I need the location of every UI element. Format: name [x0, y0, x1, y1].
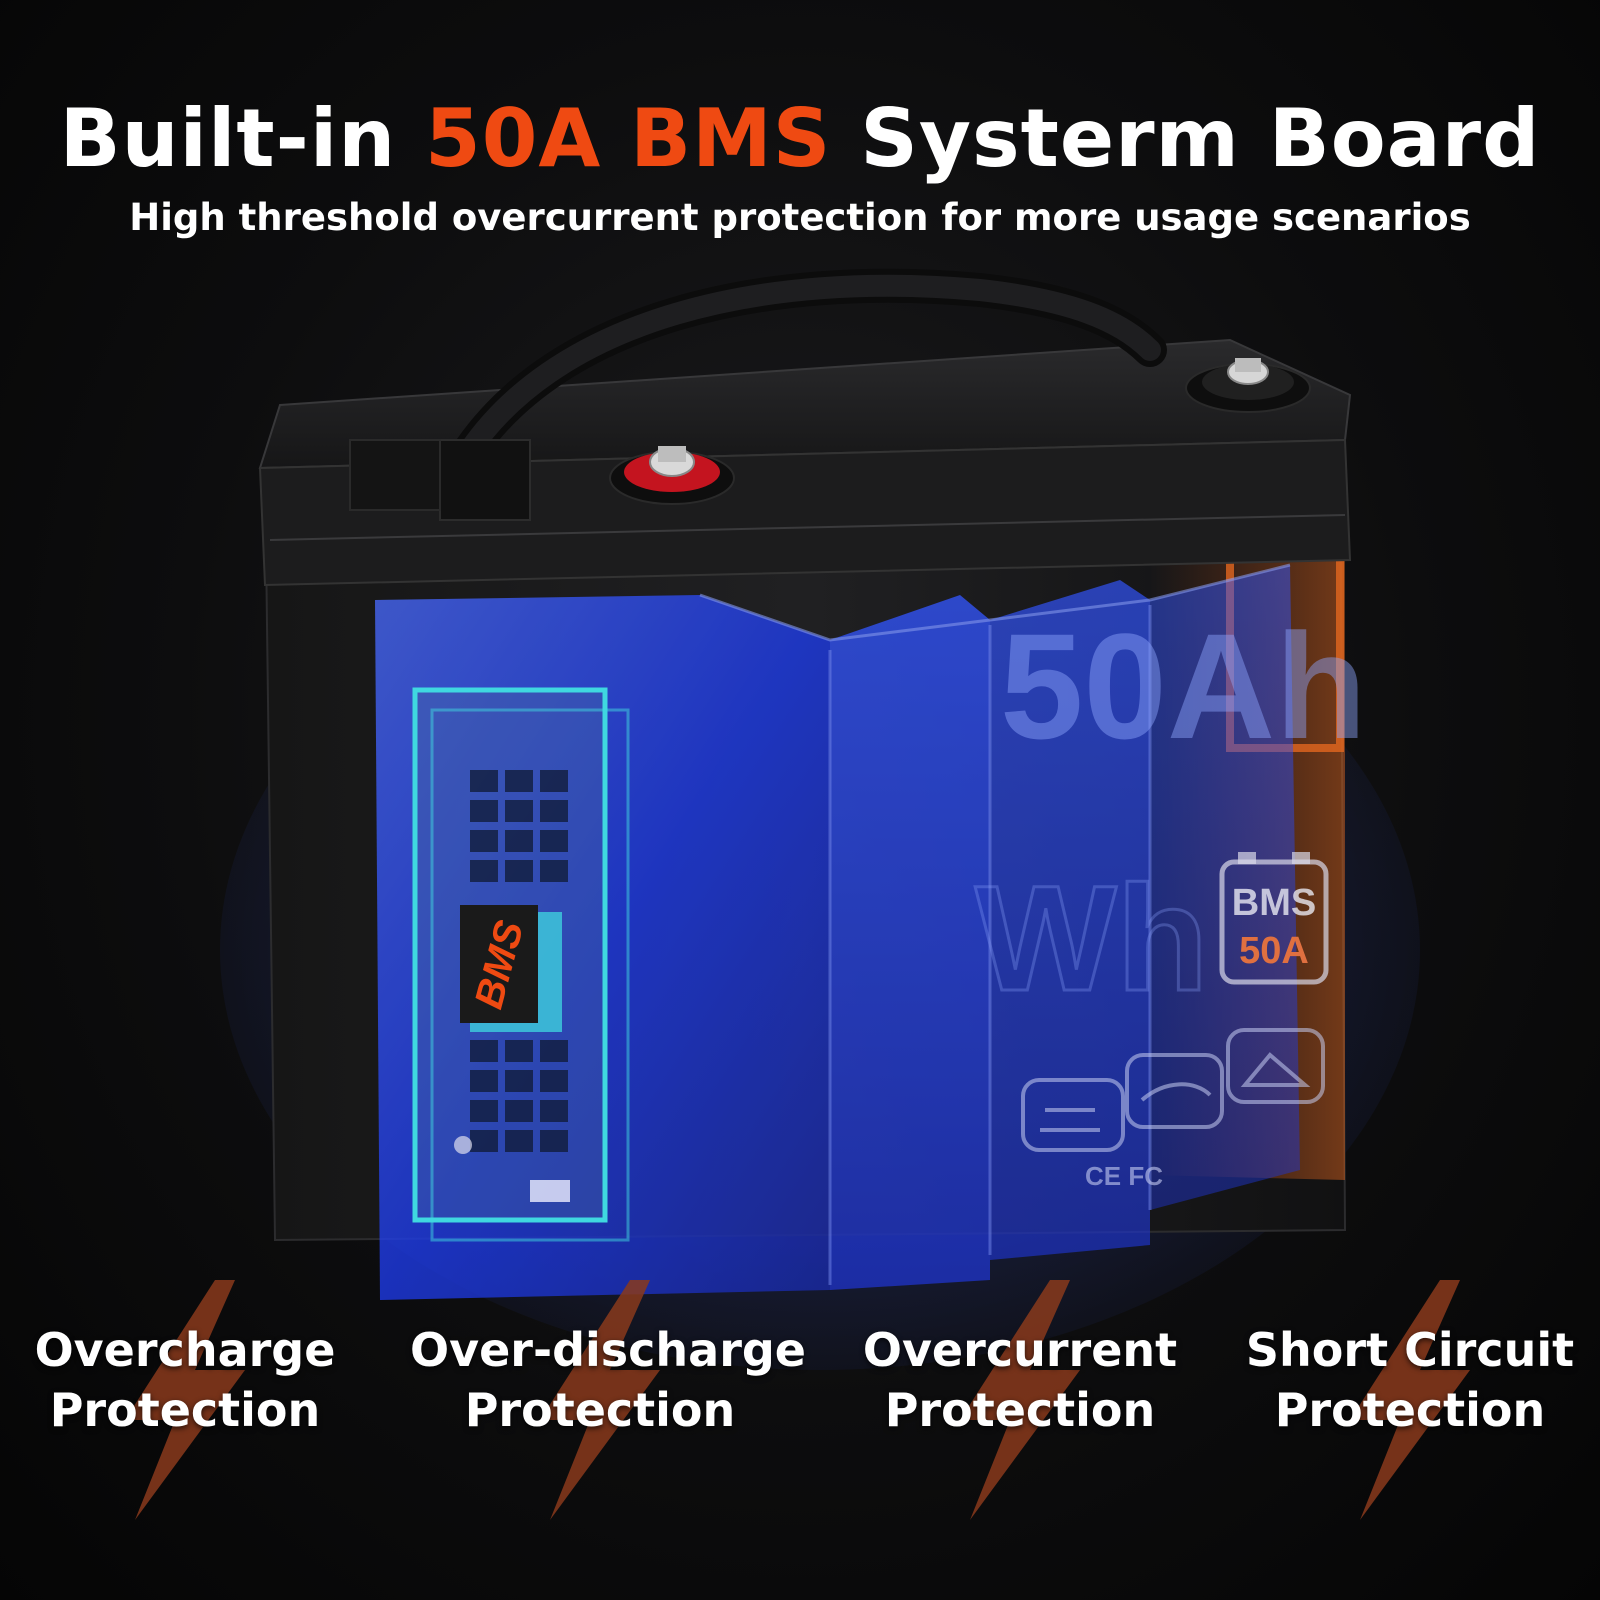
feature-line2: Protection — [464, 1383, 736, 1437]
feature-line1: Short Circuit — [1245, 1323, 1575, 1377]
feature-line1: Overcurrent — [862, 1323, 1178, 1377]
capacity-label: 50Ah — [1000, 602, 1367, 770]
negative-terminal — [1185, 358, 1311, 413]
feature-over-discharge: Over-discharge Protection — [410, 1280, 807, 1520]
title-suffix: Systerm Board — [831, 92, 1541, 185]
feature-overcharge: Overcharge Protection — [0, 1280, 375, 1520]
page-title: Built-in 50A BMS Systerm Board — [0, 92, 1600, 185]
lightning-bolt-icon — [960, 1280, 1080, 1520]
feature-line1: Over-discharge — [410, 1323, 807, 1377]
bms-badge-line1: BMS — [1232, 882, 1316, 924]
feature-overcurrent: Overcurrent Protection — [830, 1280, 1210, 1520]
feature-line2: Protection — [884, 1383, 1156, 1437]
feature-short-circuit: Short Circuit Protection — [1220, 1280, 1600, 1520]
bms-board: BMS — [412, 687, 630, 1242]
positive-terminal — [609, 446, 735, 505]
page-subtitle: High threshold overcurrent protection fo… — [129, 196, 1471, 239]
title-prefix: Built-in — [59, 92, 426, 185]
battery-lid — [258, 268, 1352, 587]
feature-line2: Protection — [49, 1383, 321, 1437]
feature-line1: Overcharge — [34, 1323, 336, 1377]
lightning-bolt-icon — [540, 1280, 660, 1520]
title-accent: 50A BMS — [425, 92, 832, 185]
certification-marks: CE FC — [1085, 1161, 1163, 1191]
usage-icons — [1021, 1028, 1325, 1152]
solar-icon — [1226, 1028, 1325, 1104]
rv-icon — [1021, 1078, 1125, 1152]
bms-50a-badge: BMS 50A — [1219, 852, 1329, 985]
lightning-bolt-icon — [1350, 1280, 1470, 1520]
protection-features: Overcharge Protection Over-discharge Pro… — [0, 1280, 1600, 1520]
bms-badge-line2: 50A — [1239, 930, 1309, 972]
energy-label: Wh — [975, 854, 1208, 1022]
feature-line2: Protection — [1274, 1383, 1546, 1437]
boat-icon — [1125, 1053, 1224, 1129]
lightning-bolt-icon — [125, 1280, 245, 1520]
